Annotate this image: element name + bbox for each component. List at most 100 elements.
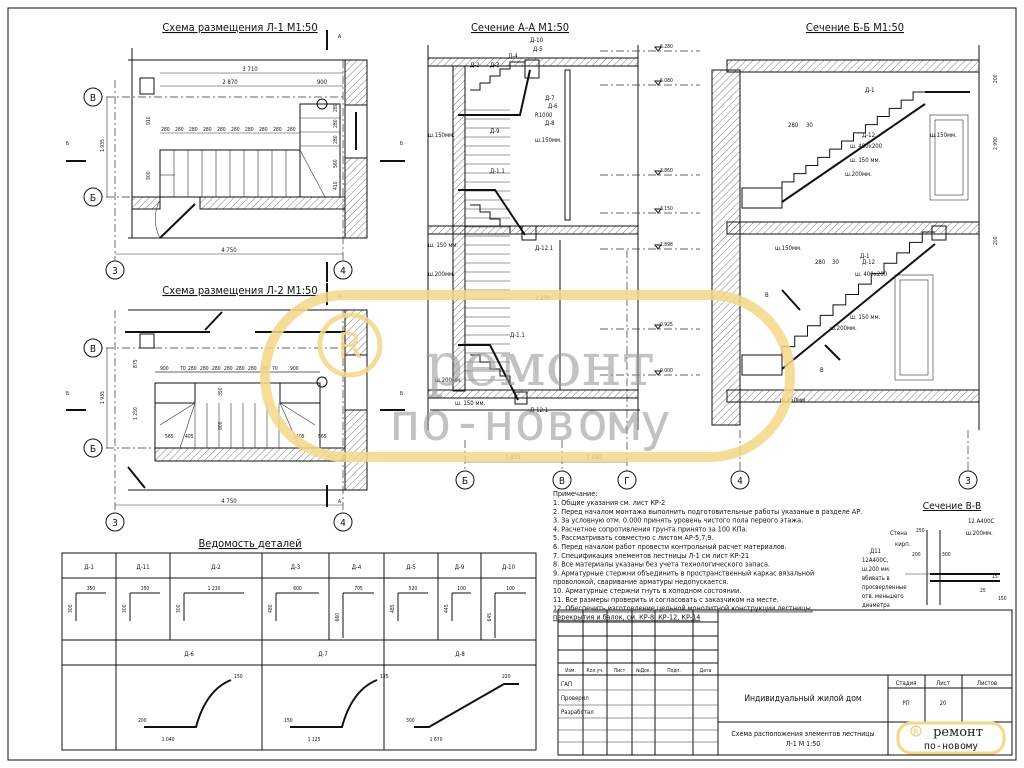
section-vv: Сечение В-В 12 А400С ш.200мм. Стена кирп… <box>862 501 1007 609</box>
axis-b2: Б <box>90 444 96 455</box>
notes-title: Примечание: <box>553 489 597 498</box>
detail-shape <box>342 592 374 638</box>
watermark-mark: R <box>337 326 362 367</box>
dim-900v: 900 <box>146 171 152 180</box>
bb-label: В <box>765 292 769 299</box>
axis-4b: 4 <box>340 518 346 529</box>
dim-900v2: 900 <box>218 421 224 430</box>
note-item: 4. Расчетное сопротивления грунта принят… <box>553 524 748 533</box>
plan-l1: Схема размещения Л-1 М1:50 3 710 2 870 9… <box>66 21 405 282</box>
detail-shape <box>75 592 106 621</box>
detail-shape <box>494 592 526 638</box>
vv-d11-text: 12А400С, <box>862 557 889 564</box>
title-block-col-header: №Док. <box>636 668 651 674</box>
title-block-col-header: Лист <box>614 668 626 674</box>
aa-label: ш.150мм. <box>428 132 455 139</box>
note-item: 5. Рассматривать совместно с листом АР-5… <box>553 533 714 542</box>
bb-label: ш. 150 мм. <box>850 314 881 321</box>
detail-dim-a: 100 <box>506 586 515 592</box>
vv-d11-text: просверленные <box>862 584 907 591</box>
detail-shape <box>290 679 378 728</box>
title-block-col-header: Дата <box>700 668 712 674</box>
detail-dim-a: 1 040 <box>162 737 175 743</box>
note-item: 10. Арматурные стержни гнуть в холодном … <box>553 586 741 595</box>
aa-label: ш.200мм. <box>435 377 462 384</box>
aa-label: Д-8 <box>545 120 555 127</box>
axis-b: Б <box>90 193 96 204</box>
detail-name: Д-8 <box>455 651 465 658</box>
vv-rebar-top: 12 А400С <box>968 518 995 525</box>
sheet-value: 20 <box>940 700 947 707</box>
elevation-mark: 6.280 <box>660 44 673 50</box>
vv-dim-250: 250 <box>916 528 925 534</box>
bb-label: В <box>820 367 824 374</box>
dim-4750b: 4 750 <box>221 498 237 505</box>
dim-1250: 1 250 <box>133 407 139 420</box>
logo-line1: ремонт <box>933 725 983 740</box>
title-block-col-header: Изм. <box>565 668 576 674</box>
title-block-role: Разработал <box>561 709 594 716</box>
note-item: проволокой, сваривание арматуры недопуск… <box>553 577 728 586</box>
watermark-line2: по-новому <box>389 393 671 453</box>
dim-tread: 280 <box>189 127 198 133</box>
title-block-role: Проверил <box>561 695 589 702</box>
detail-dim-c: 150 <box>234 674 243 680</box>
details-title: Ведомость деталей <box>198 537 301 550</box>
dim-top: 280 <box>224 366 233 372</box>
vv-d11-text: Д11 <box>870 548 881 555</box>
detail-shape <box>129 592 160 621</box>
detail-dim-b: 200 <box>138 718 147 724</box>
detail-dim-a: 705 <box>354 586 363 592</box>
stage-value: РП <box>902 700 909 707</box>
axis-bb-3: 3 <box>965 476 971 487</box>
aa-label: Д-3 <box>490 62 500 69</box>
vv-dim-150: 150 <box>998 596 1007 602</box>
detail-dim-b: 300 <box>68 604 74 613</box>
dim-tread: 280 <box>273 127 282 133</box>
bb-label: ш. 400х200 <box>855 271 888 278</box>
detail-dim-a: 1 230 <box>208 586 221 592</box>
vv-dim-300: 300 <box>942 552 951 558</box>
detail-dim-a: 350 <box>87 586 96 592</box>
note-item: 2. Перед началом монтажа выполнить подго… <box>553 507 862 516</box>
bb-label: ш.200мм. <box>830 325 857 332</box>
axis-aa-v: В <box>559 476 565 487</box>
detail-shape <box>275 592 319 621</box>
axis-3b: 3 <box>112 518 118 529</box>
note-item: 11. Все размеры проверить и согласовать … <box>553 595 779 604</box>
cut-a2-label-b: А <box>338 499 342 505</box>
elevation-mark: 2.898 <box>660 242 673 248</box>
dim-900: 900 <box>317 79 328 86</box>
bb-label: Д-1 <box>860 253 870 260</box>
detail-name: Д-9 <box>455 564 465 571</box>
cut-a-label: А <box>338 34 342 40</box>
axis-v: В <box>90 93 96 104</box>
note-item: 6. Перед началом работ провести контроль… <box>553 542 787 551</box>
bb-label: 30 <box>806 122 813 129</box>
dim-tread: 280 <box>217 127 226 133</box>
bb-label: ш. 400х200 <box>850 143 883 150</box>
aa-label: Д-4 <box>508 53 518 60</box>
aa-label: Д-9 <box>490 128 500 135</box>
title-block-col-header: Подп. <box>667 668 681 674</box>
section-vv-title: Сечение В-В <box>923 501 981 512</box>
dim-405: 405 <box>185 434 194 440</box>
bb-label: ш.200мм. <box>845 171 872 178</box>
aa-label: R1000 <box>535 112 553 119</box>
dim-top: 280 <box>236 366 245 372</box>
vv-dim-200: 200 <box>912 552 921 558</box>
detail-name: Д-7 <box>318 651 328 658</box>
note-item: перекрытия и балок, см. КР-8, КР-12, КР-… <box>553 612 700 621</box>
aa-label: Д-7 <box>545 95 555 102</box>
aa-label: Д-10 <box>530 37 544 44</box>
axis-aa-b: Б <box>462 476 468 487</box>
axis-v2: В <box>90 344 96 355</box>
dim-tread: 280 <box>259 127 268 133</box>
detail-name: Д-4 <box>352 564 362 571</box>
detail-dim-a: 100 <box>457 586 466 592</box>
aa-label: Д-1.1 <box>510 332 525 339</box>
detail-dim-a: 600 <box>293 586 302 592</box>
dim-top: 70 <box>272 366 278 372</box>
cut-b-label: Б <box>66 141 69 147</box>
